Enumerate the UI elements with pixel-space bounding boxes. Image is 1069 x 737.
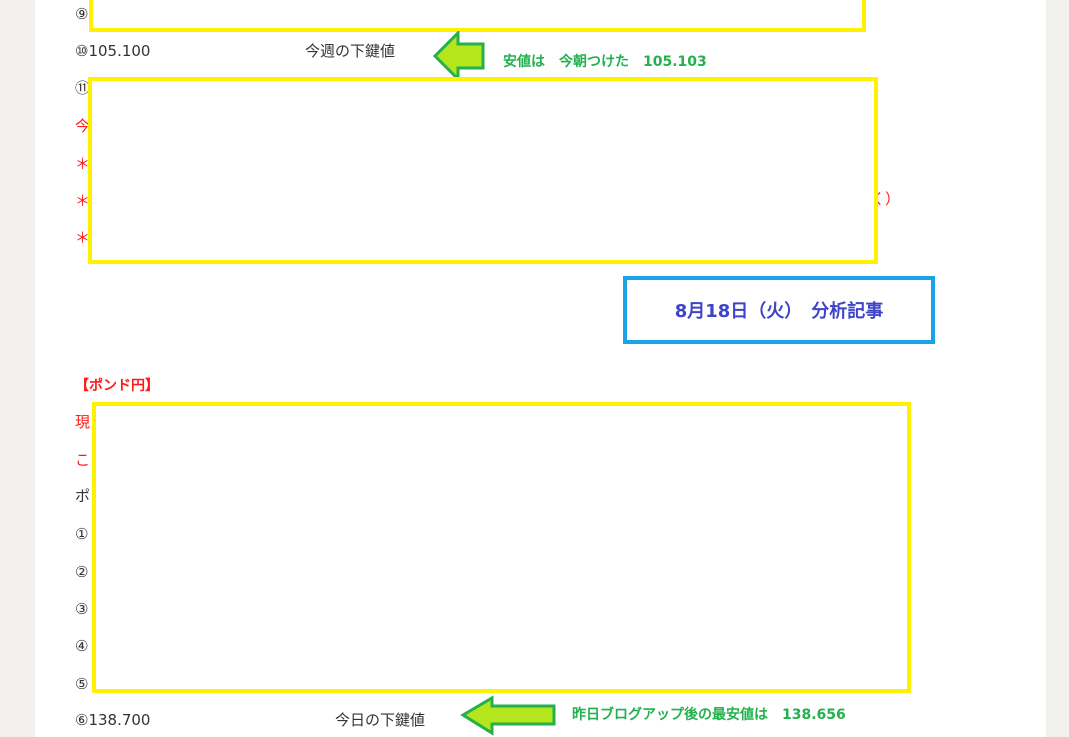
date-banner: 8月18日（火） 分析記事 [623, 276, 935, 344]
highlight-box-bottom [92, 402, 911, 693]
list-mark-11: ⑪ [75, 79, 91, 97]
highlight-box-middle [88, 77, 878, 264]
text-fragment: ポ [75, 487, 91, 505]
red-asterisk: ＊ [75, 229, 91, 247]
red-text-fragment: こ [75, 451, 91, 469]
date-banner-text: 8月18日（火） 分析記事 [674, 301, 884, 322]
list-mark-9: ⑨ [75, 5, 89, 23]
row10-value: ⑩105.100 [75, 42, 151, 60]
row10-label: 今週の下鍵値 [305, 42, 396, 60]
low-annotation: 安値は 今朝つけた 105.103 [503, 54, 707, 70]
row6-value: ⑥138.700 [75, 711, 151, 729]
low-annotation: 昨日ブログアップ後の最安値は 138.656 [572, 707, 846, 723]
red-text-fragment: 現 [75, 413, 91, 431]
list-mark: ③ [75, 600, 89, 618]
highlight-box-top [89, 0, 866, 32]
red-asterisk: ＊ [75, 192, 91, 210]
arrow-left-icon [460, 695, 556, 736]
list-mark: ② [75, 563, 89, 581]
red-text-fragment: 今 [75, 117, 91, 135]
arrow-left-icon [432, 31, 485, 81]
red-asterisk: ＊ [75, 155, 91, 173]
list-mark: ④ [75, 637, 89, 655]
list-mark: ⑤ [75, 675, 89, 693]
section-heading-gbpjpy: 【ポンド円】 [75, 378, 159, 394]
row6-label: 今日の下鍵値 [335, 711, 426, 729]
list-mark: ① [75, 525, 89, 543]
